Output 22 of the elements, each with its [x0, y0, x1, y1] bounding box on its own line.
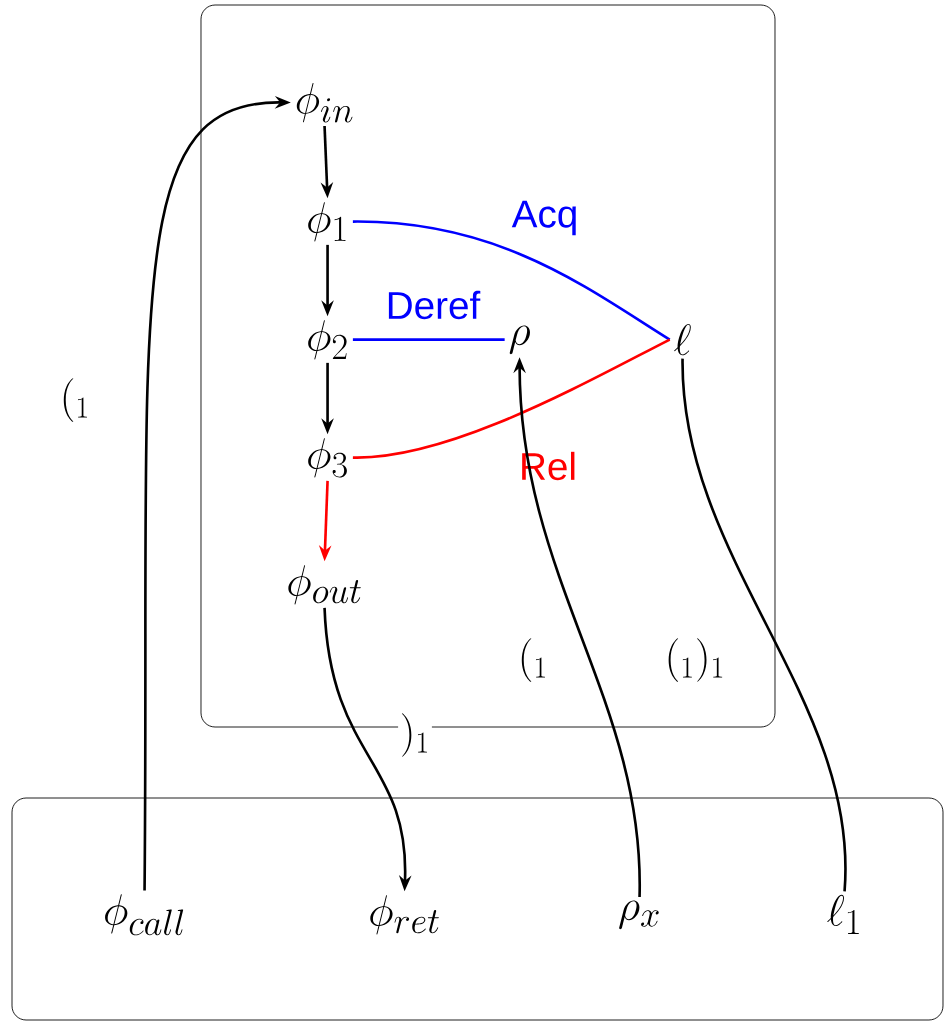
edge-label: $(_{1})_{1}$	[662, 636, 728, 684]
edge-label: $(_{1}$	[58, 376, 92, 424]
connector	[352, 338, 505, 341]
math-symbol: $\rho_{x}$	[619, 900, 659, 930]
edge-label: $)_{1}$	[398, 711, 432, 759]
math-symbol: $\ell$	[674, 323, 691, 356]
connector	[681, 358, 846, 892]
frame-box	[11, 797, 944, 1021]
math-symbol: $\rho$	[509, 325, 530, 355]
math-symbol: $\phi_{1}$	[308, 202, 346, 242]
math-symbol: $\phi_{call}$	[105, 894, 184, 936]
edge-label: $(_{1}$	[516, 636, 550, 684]
math-symbol: $\phi_{ret}$	[370, 895, 439, 935]
connector	[352, 338, 671, 459]
edge-label: Acq	[509, 198, 581, 238]
math-symbol: $\phi_{in}$	[296, 83, 353, 123]
math-symbol: $\phi_{2}$	[308, 320, 347, 360]
connector	[352, 220, 671, 341]
edge-label: Deref	[383, 289, 482, 321]
math-symbol: $\ell_{1}$	[827, 894, 859, 934]
math-symbol: $\phi_{out}$	[288, 565, 361, 605]
math-symbol: $\phi_{3}$	[308, 438, 347, 478]
